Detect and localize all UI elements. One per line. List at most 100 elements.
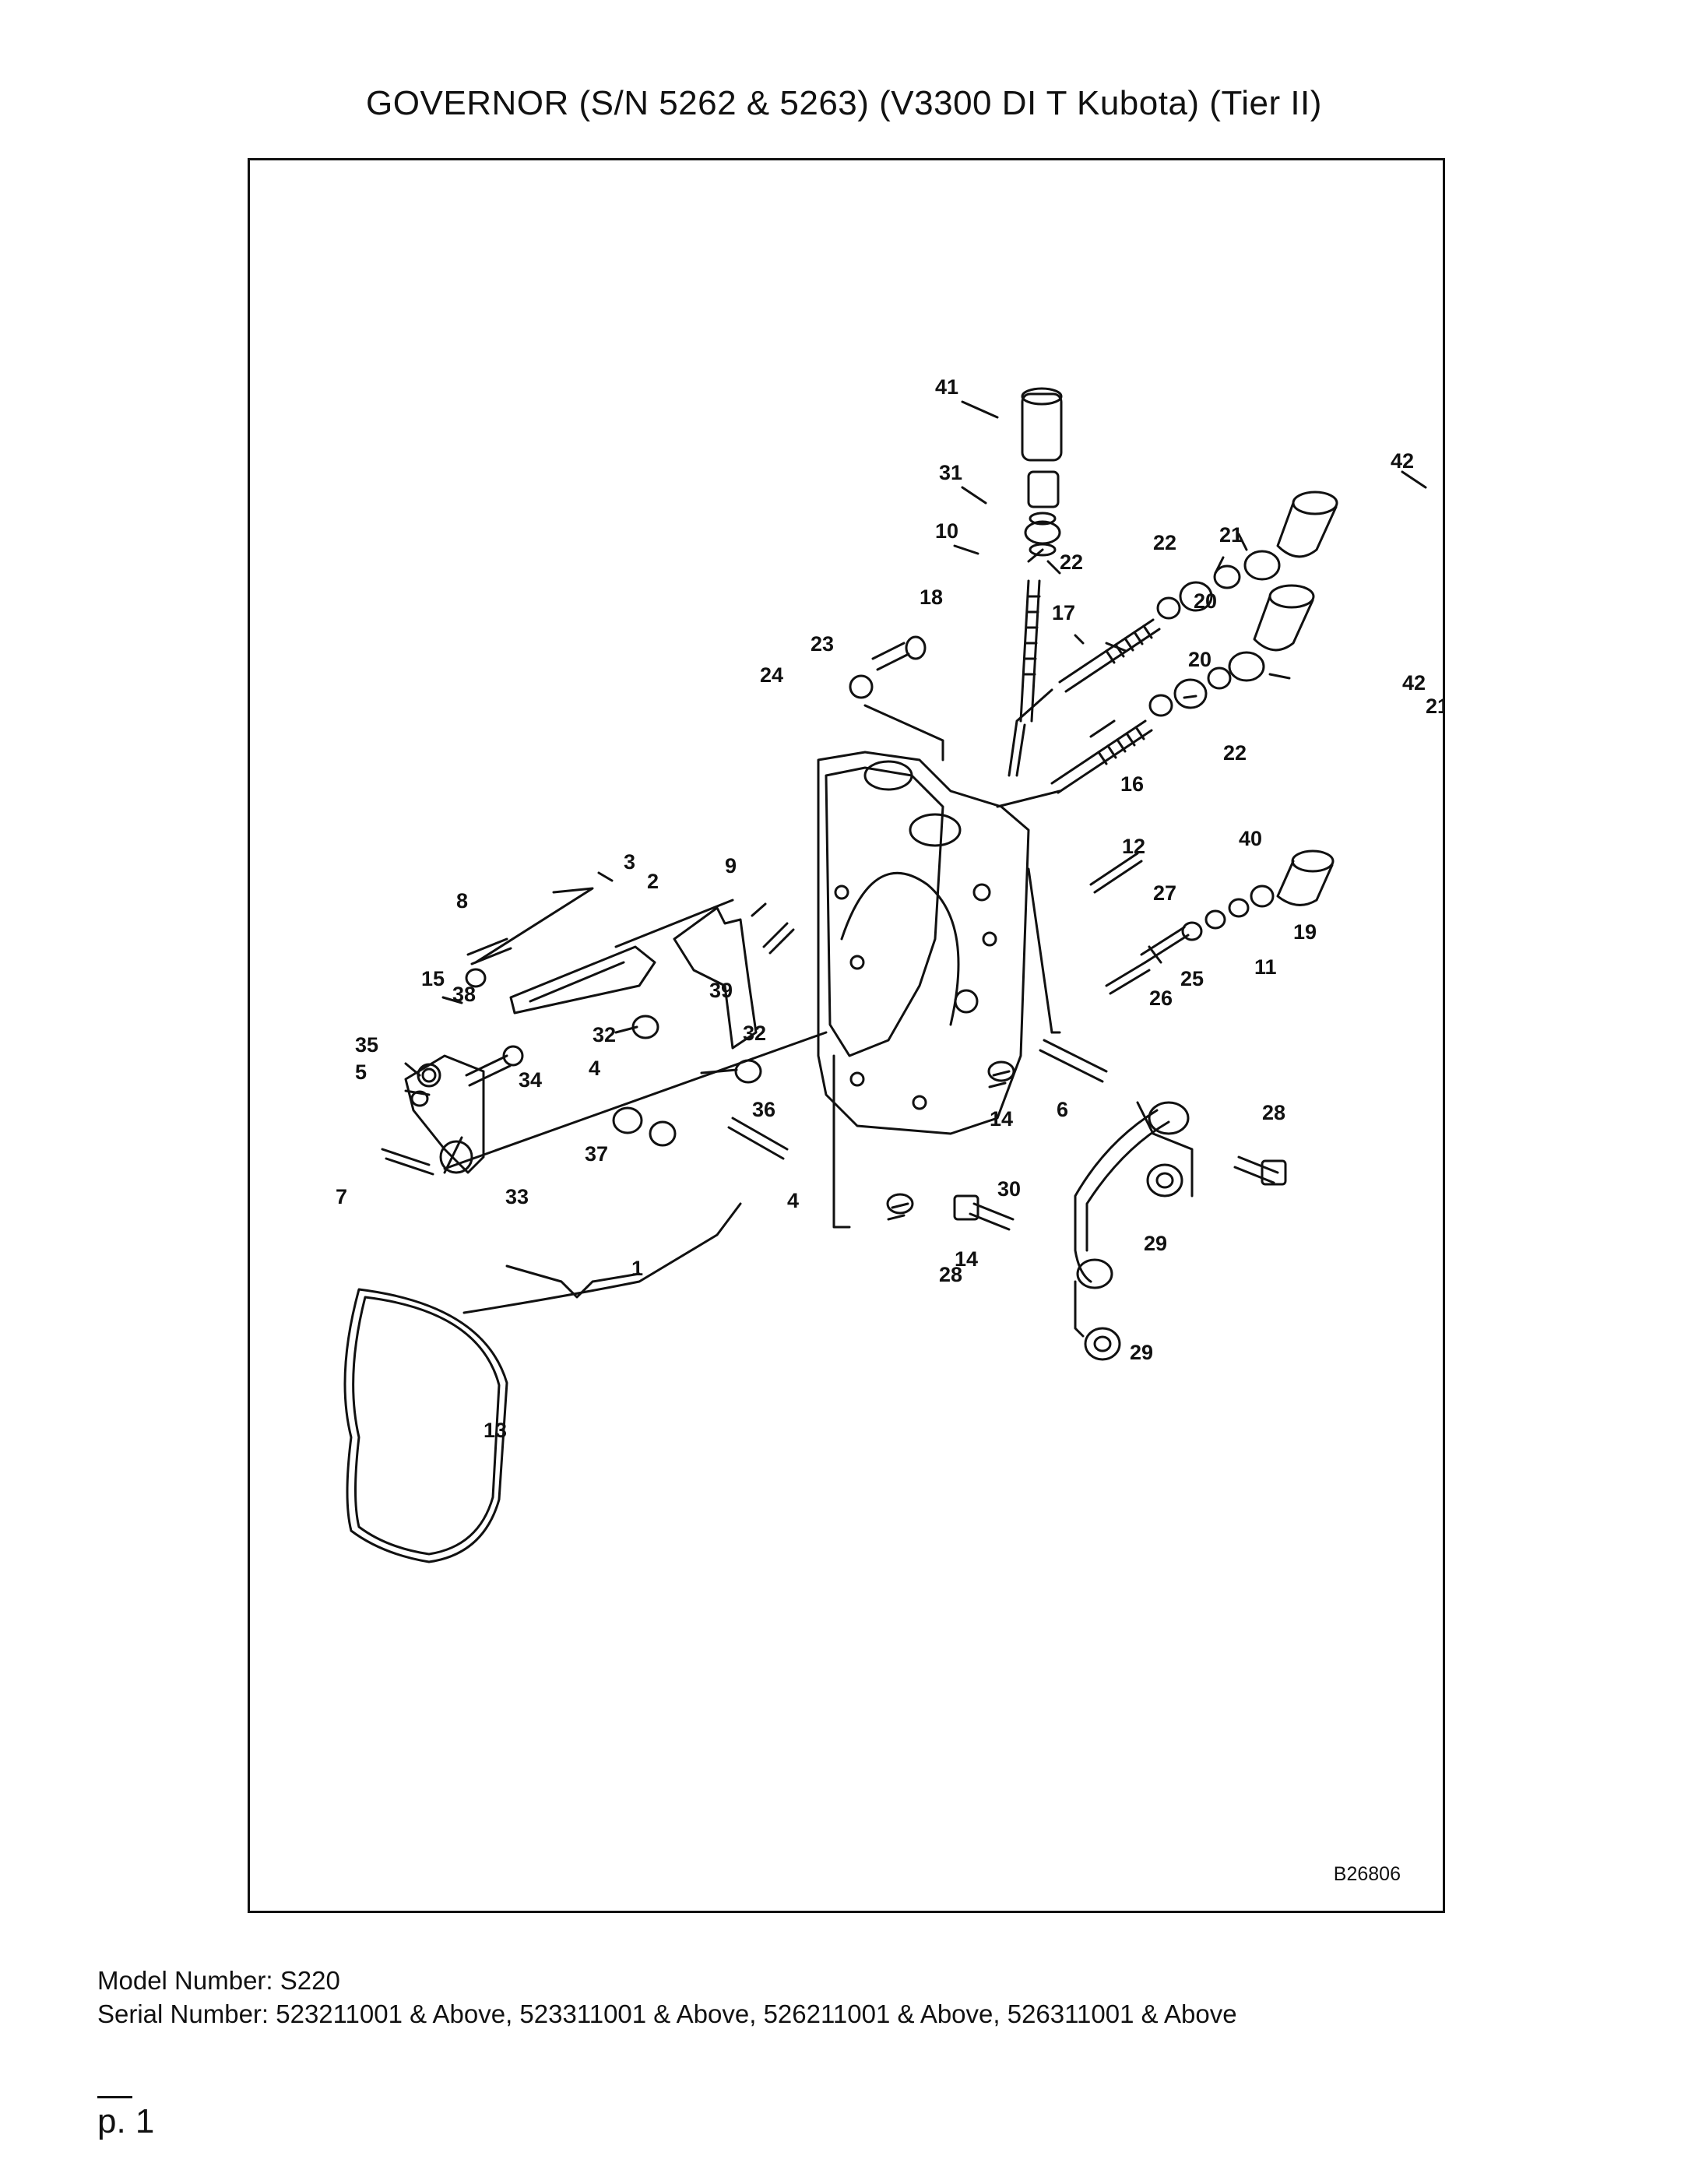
- cap-42-lower: [1253, 584, 1315, 652]
- housing-port-top: [863, 760, 913, 791]
- nut-31: [1027, 470, 1060, 508]
- cap-41: [1021, 392, 1063, 462]
- callout-label: 41: [935, 375, 958, 399]
- callout-label: 26: [1149, 986, 1173, 1010]
- nut-5: [410, 1090, 429, 1107]
- plate-38: [509, 945, 656, 1015]
- callout-label: 22: [1153, 531, 1176, 554]
- pin-36: [727, 1117, 789, 1160]
- housing-port-mid: [909, 813, 962, 847]
- callout-label: 36: [752, 1098, 775, 1121]
- callout-label: 13: [484, 1419, 507, 1442]
- callout-label: 21: [1219, 523, 1243, 547]
- nut-19: [1250, 885, 1275, 908]
- callout-label: 25: [1180, 967, 1204, 990]
- spring-12: [1089, 852, 1143, 894]
- callout-label: 17: [1052, 601, 1075, 624]
- lever-33: [404, 1054, 485, 1174]
- callout-label: 28: [1262, 1101, 1285, 1124]
- cap-40: [1276, 849, 1335, 906]
- housing-gasket-outline: [825, 766, 944, 1057]
- callout-label: 18: [920, 586, 943, 609]
- nut-21-lower: [1228, 651, 1265, 682]
- callout-label: 22: [1223, 741, 1247, 765]
- callout-label: 40: [1239, 827, 1262, 850]
- bolt-28-left: [969, 1202, 1015, 1231]
- roller-37-a: [612, 1106, 643, 1134]
- callout-label: 14: [990, 1107, 1013, 1131]
- callout-label: 16: [1120, 772, 1144, 796]
- callout-label: 2: [647, 870, 659, 893]
- bolt-34: [465, 1054, 512, 1087]
- callout-label: 8: [456, 889, 468, 913]
- callout-label: 22: [1060, 550, 1083, 574]
- callout-label: 31: [939, 461, 962, 484]
- callout-label: 38: [452, 983, 476, 1006]
- nut-24: [849, 674, 874, 699]
- callout-label: 11: [1254, 955, 1277, 979]
- gasket-13: [343, 1288, 508, 1563]
- spring-26: [1105, 961, 1151, 995]
- roller-37-b: [649, 1120, 677, 1147]
- page-rule: [97, 2096, 132, 2098]
- governor-exploded-view: 4131102242212223181720242042212216124093…: [336, 375, 1443, 1563]
- nut-20-lower: [1173, 678, 1208, 709]
- spring-8: [466, 937, 512, 965]
- callout-label: 12: [1122, 835, 1145, 858]
- bolt-28-right: [1233, 1155, 1279, 1184]
- bolt-23: [871, 642, 910, 671]
- nut-21-upper: [1243, 550, 1281, 581]
- callout-label: 20: [1194, 589, 1217, 613]
- callout-label: 3: [624, 850, 635, 874]
- callout-label: 7: [336, 1185, 347, 1208]
- nut-15: [465, 968, 487, 988]
- callout-label: 1: [631, 1257, 643, 1280]
- callout-labels: 4131102242212223181720242042212216124093…: [336, 375, 1443, 1442]
- callout-label: 10: [935, 519, 958, 543]
- callout-label: 19: [1293, 920, 1317, 944]
- page-number: p. 1: [97, 2102, 155, 2140]
- nut-35: [421, 1067, 437, 1083]
- serial-number: Serial Number: 523211001 & Above, 523311…: [97, 1999, 1237, 2028]
- callout-label: 33: [505, 1185, 529, 1208]
- bolt-14-upper: [988, 1070, 1011, 1088]
- callout-label: 23: [811, 632, 834, 656]
- nut-20-upper: [1179, 581, 1213, 612]
- pin-6: [1039, 1039, 1108, 1083]
- model-number: Model Number: S220: [97, 1966, 340, 1995]
- washer-29-lower: [1084, 1327, 1121, 1361]
- spring-9: [762, 922, 795, 955]
- callout-label: 29: [1130, 1341, 1153, 1364]
- callout-label: 14: [955, 1247, 978, 1271]
- bolt-14-lower: [887, 1202, 909, 1221]
- callout-label: 4: [589, 1057, 600, 1080]
- figure-code: B26806: [1333, 1863, 1401, 1885]
- screw-18: [1019, 579, 1041, 723]
- callout-label: 15: [421, 967, 445, 990]
- spring-25: [1140, 926, 1190, 964]
- callout-label: 21: [1426, 695, 1443, 718]
- lever-39: [673, 906, 758, 1050]
- callout-label: 39: [709, 979, 733, 1002]
- callout-label: 32: [593, 1023, 616, 1046]
- callout-label: 4: [787, 1189, 799, 1212]
- cap-42-upper: [1276, 491, 1338, 558]
- callout-label: 24: [760, 663, 783, 687]
- governor-housing: [817, 751, 1030, 1135]
- callout-label: 5: [355, 1060, 367, 1084]
- callout-label: 20: [1188, 648, 1211, 671]
- callout-label: 37: [585, 1142, 608, 1166]
- callout-label: 27: [1153, 881, 1176, 905]
- wire-1: [462, 1202, 742, 1314]
- callout-label: 6: [1057, 1098, 1068, 1121]
- spring-7: [381, 1148, 434, 1176]
- callout-label: 28: [939, 1263, 962, 1286]
- washer-29-upper: [1146, 1163, 1183, 1198]
- callout-label: 9: [725, 854, 737, 877]
- callout-label: 42: [1391, 449, 1414, 473]
- callout-label: 29: [1144, 1232, 1167, 1255]
- callout-label: 34: [519, 1068, 542, 1092]
- page-title: GOVERNOR (S/N 5262 & 5263) (V3300 DI T K…: [366, 84, 1322, 122]
- callout-label: 32: [743, 1022, 766, 1045]
- pipe-30: [1074, 1109, 1170, 1283]
